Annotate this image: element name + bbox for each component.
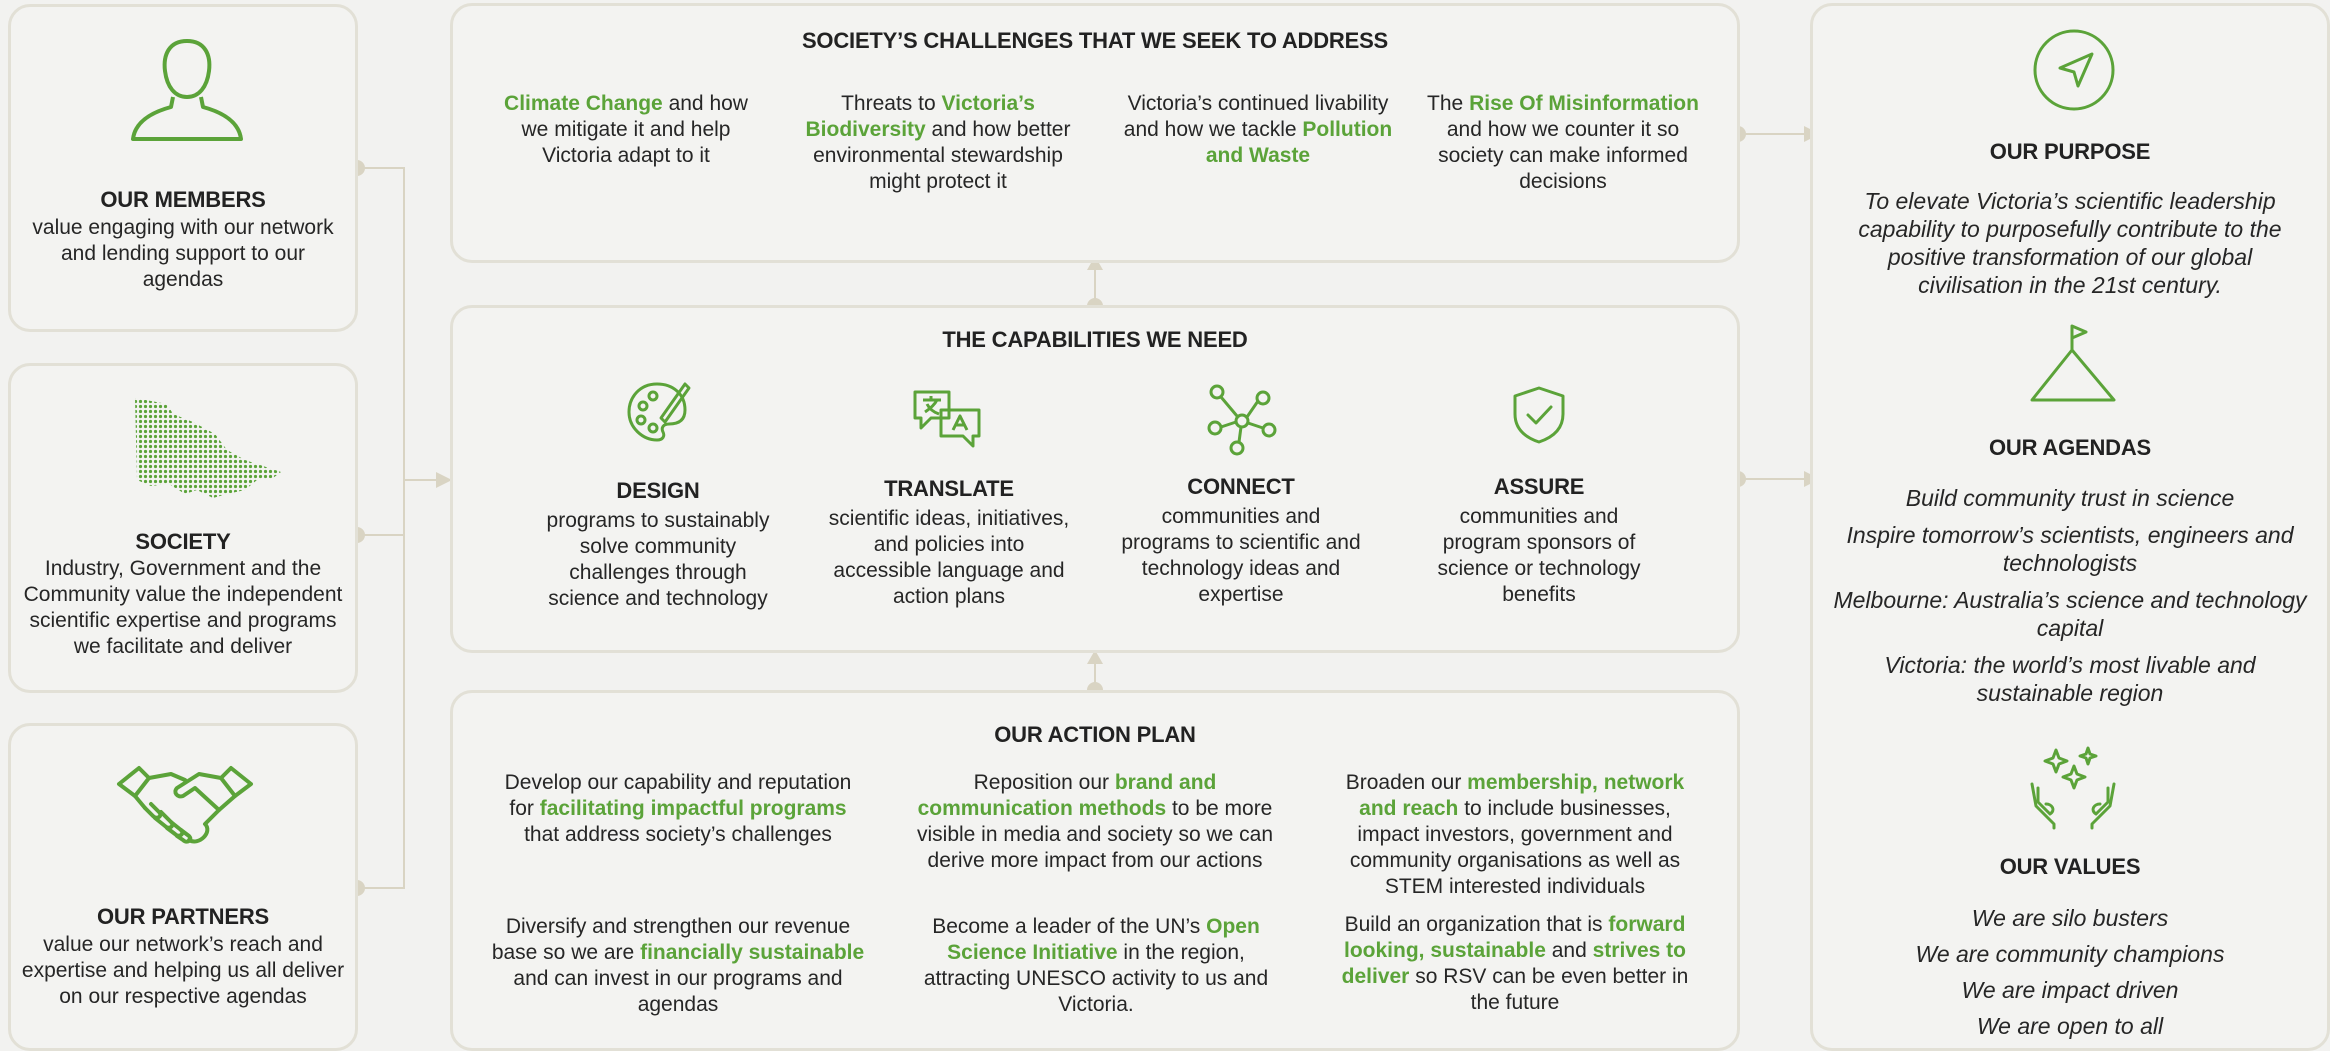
- capability-design-title: DESIGN: [616, 478, 700, 503]
- capability-assure-title: ASSURE: [1493, 474, 1585, 499]
- action-plan-title: OUR ACTION PLAN: [994, 722, 1196, 747]
- society-title: SOCIETY: [135, 529, 231, 554]
- action-item-programs: Develop our capability and reputation fo…: [504, 771, 852, 846]
- navigation-arrow-icon: [2033, 29, 2115, 111]
- capability-translate-title: TRANSLATE: [884, 476, 1014, 501]
- network-icon: [1207, 384, 1277, 456]
- translate-icon: [913, 390, 981, 448]
- mountain-flag-icon: [2030, 324, 2116, 402]
- challenge-climate: Climate Change and how we mitigate it an…: [504, 92, 748, 167]
- capabilities-title: THE CAPABILITIES WE NEED: [942, 327, 1248, 352]
- capability-translate-text: scientific ideas, initiatives, and polic…: [828, 507, 1070, 608]
- challenge-pollution: Victoria’s continued livability and how …: [1123, 92, 1393, 167]
- palette-icon: [627, 382, 691, 442]
- agendas-list: Build community trust in science Inspire…: [1833, 484, 2307, 707]
- capability-connect-text: communities and programs to scientific a…: [1121, 505, 1361, 606]
- partners-title: OUR PARTNERS: [97, 904, 269, 929]
- capability-translate: TRANSLATE scientific ideas, initiatives,…: [823, 476, 1075, 610]
- members-card: OUR MEMBERS value engaging with our netw…: [8, 4, 358, 332]
- members-title: OUR MEMBERS: [100, 187, 266, 212]
- value-item: We are open to all: [1976, 1013, 2164, 1039]
- person-icon: [131, 39, 243, 141]
- society-text: Industry, Government and the Community v…: [23, 557, 343, 658]
- challenges-title: SOCIETY’S CHALLENGES THAT WE SEEK TO ADD…: [801, 28, 1389, 53]
- agendas-title: OUR AGENDAS: [1989, 435, 2151, 460]
- action-item-revenue: Diversify and strengthen our revenue bas…: [491, 915, 865, 1016]
- capabilities-panel: THE CAPABILITIES WE NEED DESIGN program: [450, 305, 1740, 653]
- capability-assure-text: communities and program sponsors of scie…: [1437, 505, 1641, 606]
- values-title: OUR VALUES: [1999, 854, 2141, 879]
- action-item-membership: Broaden our membership, network and reac…: [1345, 771, 1685, 898]
- agenda-item: Melbourne: Australia’s science and techn…: [1833, 587, 2307, 641]
- challenge-biodiversity: Threats to Victoria’s Biodiversity and h…: [805, 92, 1071, 193]
- value-item: We are silo busters: [1971, 905, 2169, 931]
- purpose-text: To elevate Victoria’s scientific leaders…: [1858, 188, 2282, 298]
- agenda-item: Victoria: the world’s most livable and s…: [1884, 652, 2256, 706]
- value-item: We are community champions: [1915, 941, 2225, 967]
- victoria-map-icon: [135, 398, 281, 498]
- hands-sparkle-icon: [2030, 746, 2116, 830]
- agenda-item: Build community trust in science: [1905, 485, 2235, 511]
- society-card: SOCIETY Industry, Government and the Com…: [8, 363, 358, 693]
- capability-connect-title: CONNECT: [1187, 474, 1295, 499]
- shield-check-icon: [1513, 386, 1565, 444]
- members-text: value engaging with our network and lend…: [32, 216, 334, 291]
- value-item: We are impact driven: [1961, 977, 2179, 1003]
- capability-assure: ASSURE communities and program sponsors …: [1419, 474, 1659, 608]
- capability-design: DESIGN programs to sustainably solve com…: [545, 478, 771, 612]
- values-list: We are silo busters We are community cha…: [1833, 904, 2307, 1040]
- action-item-open-science: Become a leader of the UN’s Open Science…: [923, 915, 1269, 1016]
- challenge-misinformation: The Rise Of Misinformation and how we co…: [1427, 92, 1699, 193]
- purpose-title: OUR PURPOSE: [1989, 139, 2151, 164]
- partners-text: value our network’s reach and expertise …: [21, 933, 345, 1008]
- agenda-item: Inspire tomorrow’s scientists, engineers…: [1846, 522, 2294, 576]
- challenges-panel: SOCIETY’S CHALLENGES THAT WE SEEK TO ADD…: [450, 3, 1740, 263]
- action-item-organization: Build an organization that is forward lo…: [1341, 913, 1689, 1014]
- capability-design-text: programs to sustainably solve community …: [546, 509, 770, 610]
- purpose-agendas-values-panel: OUR PURPOSE To elevate Victoria’s scient…: [1810, 3, 2330, 1051]
- partners-card: OUR PARTNERS value our network’s reach a…: [8, 723, 358, 1051]
- action-item-brand: Reposition our brand and communication m…: [916, 771, 1273, 872]
- handshake-icon: [117, 766, 253, 844]
- action-plan-panel: OUR ACTION PLAN Develop our capability a…: [450, 690, 1740, 1051]
- capability-connect: CONNECT communities and programs to scie…: [1121, 474, 1361, 608]
